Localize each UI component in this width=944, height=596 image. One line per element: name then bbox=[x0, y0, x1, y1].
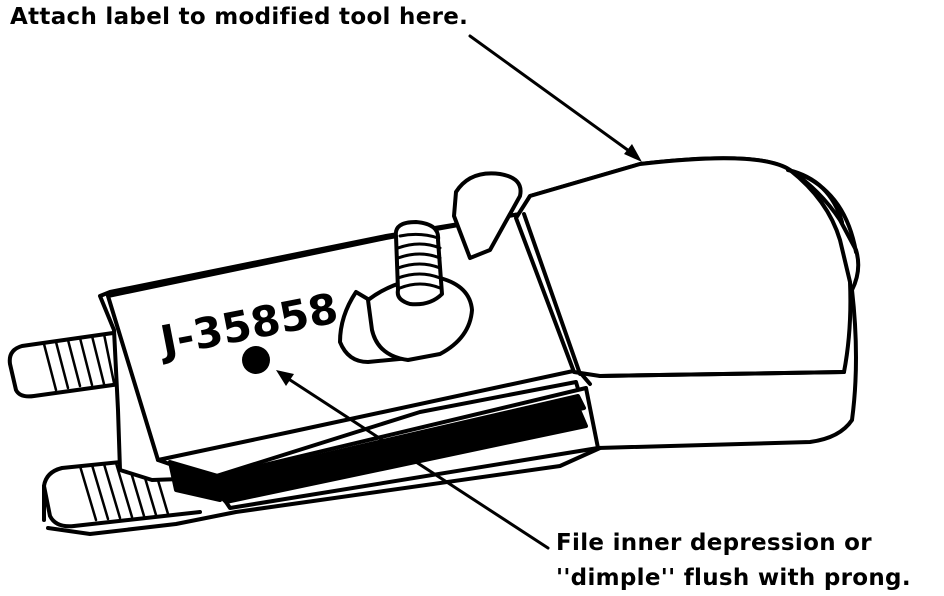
dimple-leader-line bbox=[282, 374, 550, 550]
dimple-arrowhead bbox=[276, 370, 294, 386]
label-location-callout: Attach label to modified tool here. bbox=[10, 4, 469, 30]
dimple-callout-line-1: File inner depression or bbox=[556, 530, 872, 556]
dimple-callout-line-2: ''dimple'' flush with prong. bbox=[556, 565, 911, 591]
upper-prong bbox=[7, 330, 122, 399]
label-leader-line bbox=[468, 34, 638, 158]
side-channel bbox=[168, 386, 600, 510]
wing-nut bbox=[338, 171, 523, 364]
dimple-dot bbox=[242, 346, 270, 374]
threaded-stud bbox=[393, 220, 444, 307]
label-arrowhead bbox=[624, 144, 642, 162]
cap-sleeve bbox=[514, 156, 858, 378]
